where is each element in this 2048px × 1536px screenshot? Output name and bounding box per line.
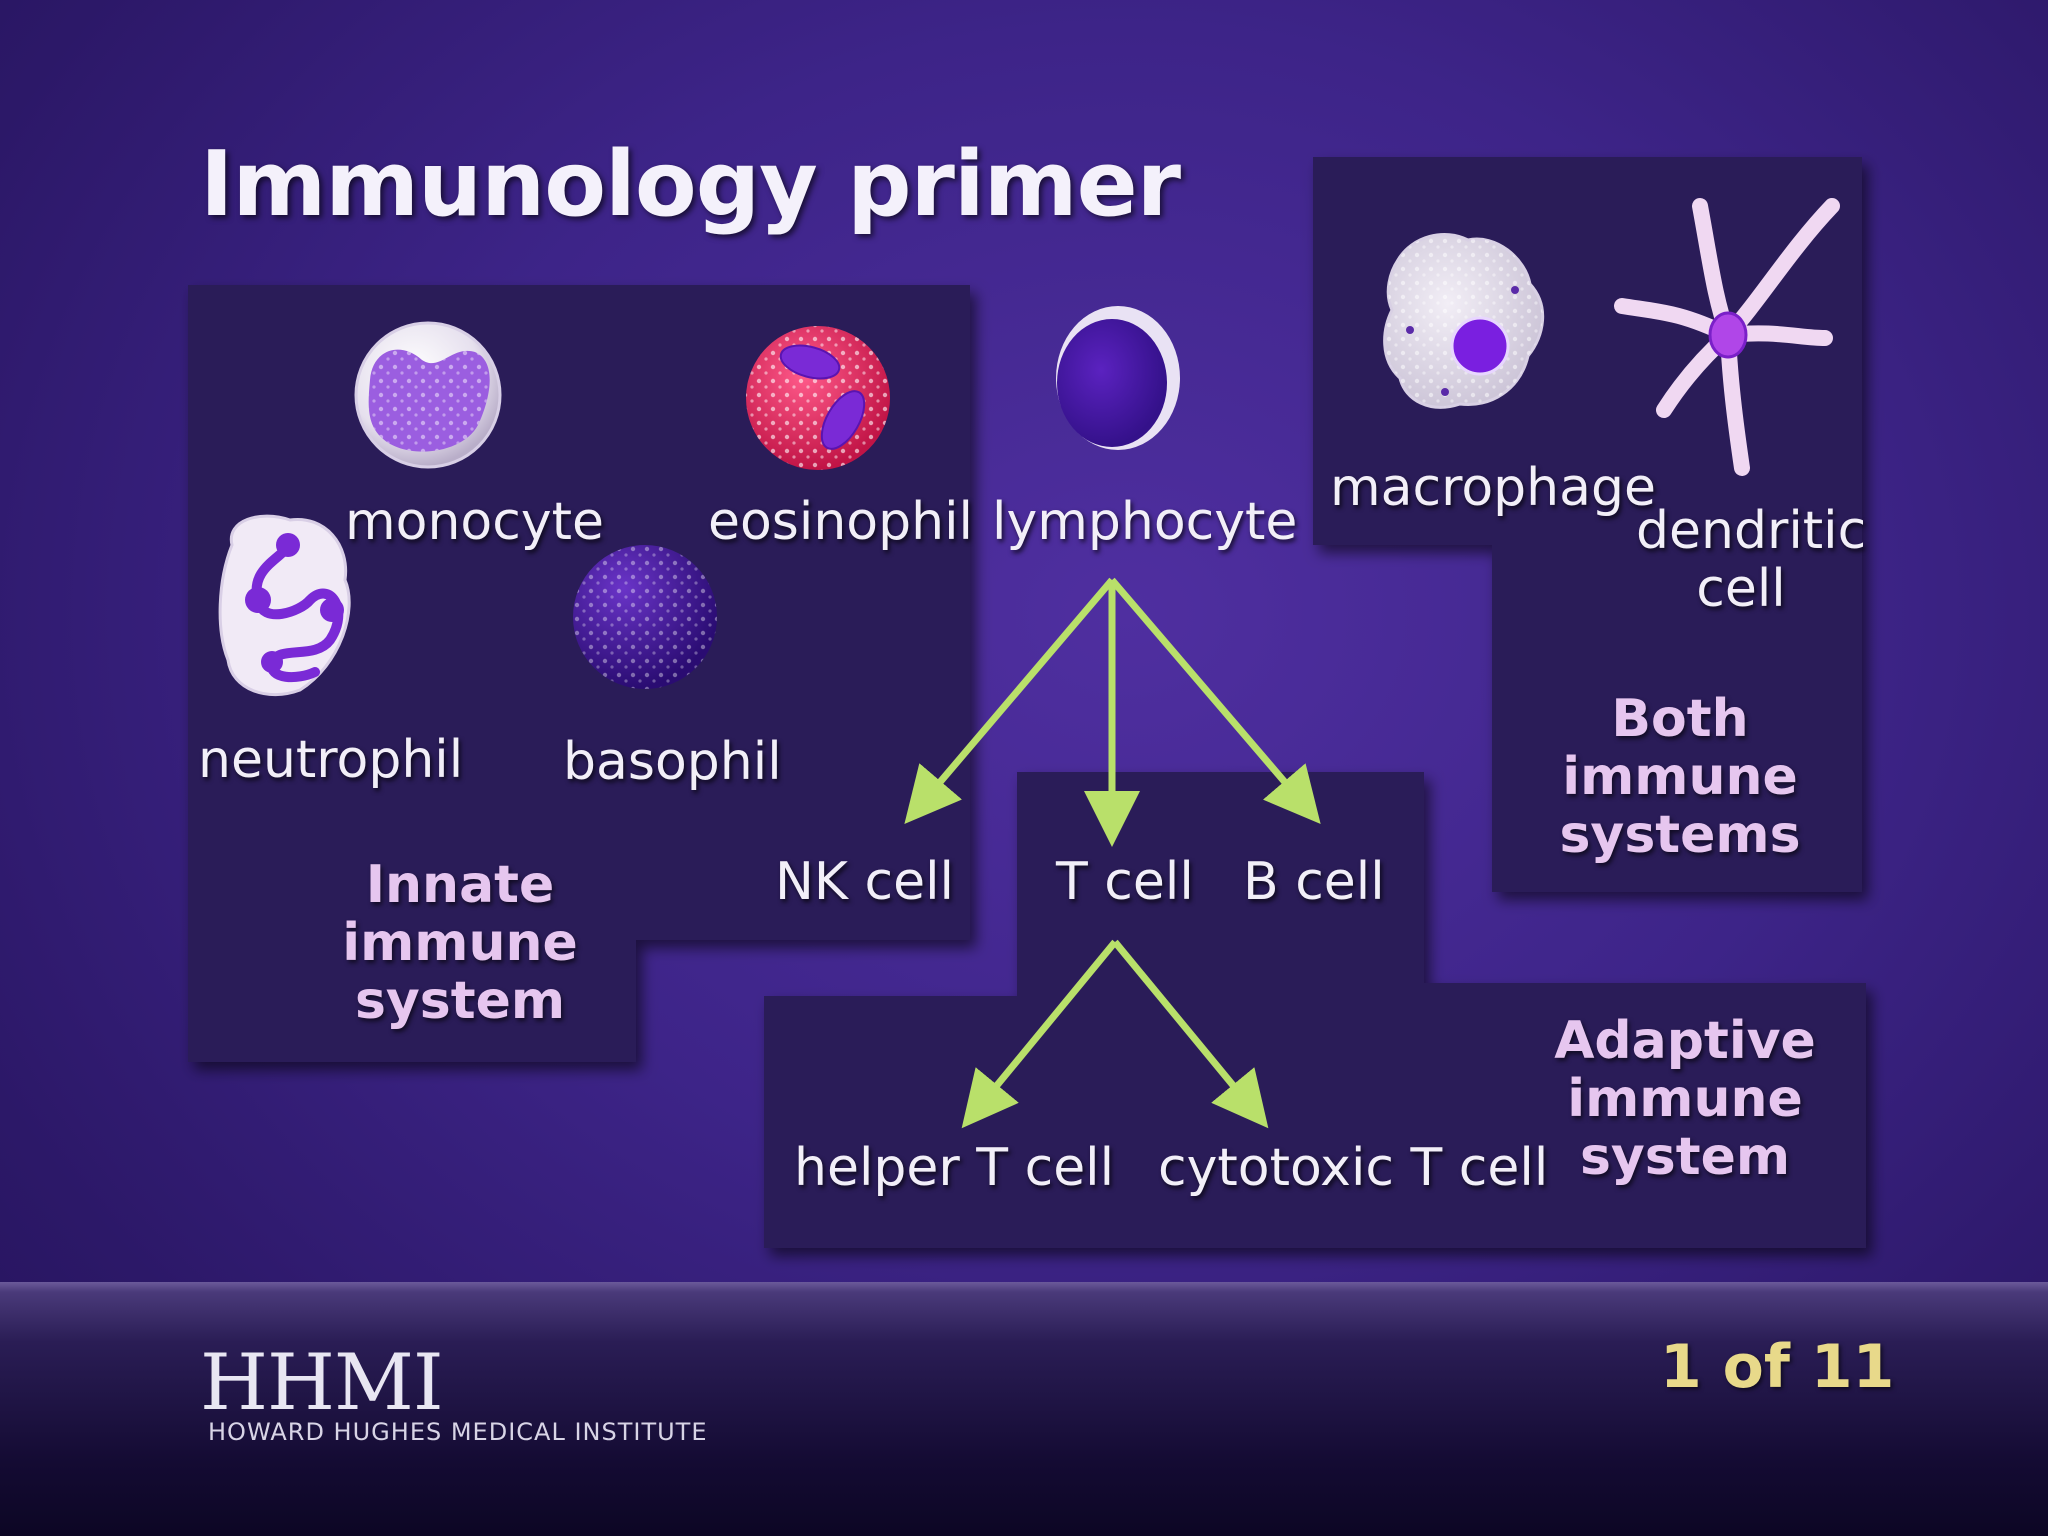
- innate-panel: [188, 285, 970, 1062]
- lymphocyte-cell: [1056, 306, 1180, 450]
- monocyte-cell: [354, 321, 502, 469]
- innate-group-label: Innate immune system: [320, 856, 600, 1031]
- macrophage-label: macrophage: [1330, 458, 1656, 518]
- institute-name: HOWARD HUGHES MEDICAL INSTITUTE: [208, 1418, 708, 1446]
- lymphocyte-label: lymphocyte: [992, 492, 1298, 552]
- neutrophil-label: neutrophil: [198, 730, 464, 790]
- eosinophil-cell: [746, 326, 890, 470]
- cytotoxic-t-cell-label: cytotoxic T cell: [1158, 1138, 1549, 1198]
- both-line1: Both immune: [1562, 689, 1798, 808]
- t-cell-label: T cell: [1056, 852, 1194, 912]
- page-indicator: 1 of 11: [1660, 1332, 1895, 1402]
- hhmi-logo: HHMI: [200, 1338, 444, 1428]
- footer-bar: [0, 1282, 2048, 1536]
- dendritic-label-line2: cell: [1696, 559, 1786, 620]
- b-cell-label: B cell: [1243, 852, 1385, 912]
- adaptive-group-label: Adaptive immune system: [1540, 1012, 1830, 1187]
- basophil-label: basophil: [563, 732, 782, 792]
- adaptive-line3: system: [1579, 1127, 1791, 1188]
- monocyte-label: monocyte: [345, 492, 604, 552]
- diagram: [188, 157, 1866, 1248]
- macrophage-cell: [1383, 232, 1545, 409]
- helper-t-cell-label: helper T cell: [794, 1138, 1115, 1198]
- both-line2: systems: [1559, 805, 1801, 866]
- innate-line2: immune: [342, 913, 578, 974]
- dendritic-label-line1: dendritic: [1636, 501, 1867, 561]
- t-cell-arrows: [961, 939, 1269, 1129]
- adaptive-line1: Adaptive: [1554, 1011, 1816, 1071]
- innate-line3: system: [354, 971, 566, 1032]
- adaptive-panel: [764, 772, 1866, 1248]
- nk-cell-label: NK cell: [775, 852, 955, 912]
- dendritic-cell: [1614, 198, 1840, 476]
- both-group-label: Both immune systems: [1490, 690, 1870, 865]
- dendritic-cell-label: dendritic cell: [1636, 501, 1867, 620]
- basophil-cell: [573, 545, 717, 689]
- innate-line1: Innate: [365, 855, 555, 915]
- eosinophil-label: eosinophil: [708, 492, 973, 552]
- adaptive-line2: immune: [1567, 1069, 1803, 1130]
- lymphocyte-arrows: [904, 577, 1321, 847]
- neutrophil-cell: [218, 514, 351, 697]
- slide-title: Immunology primer: [200, 132, 1181, 237]
